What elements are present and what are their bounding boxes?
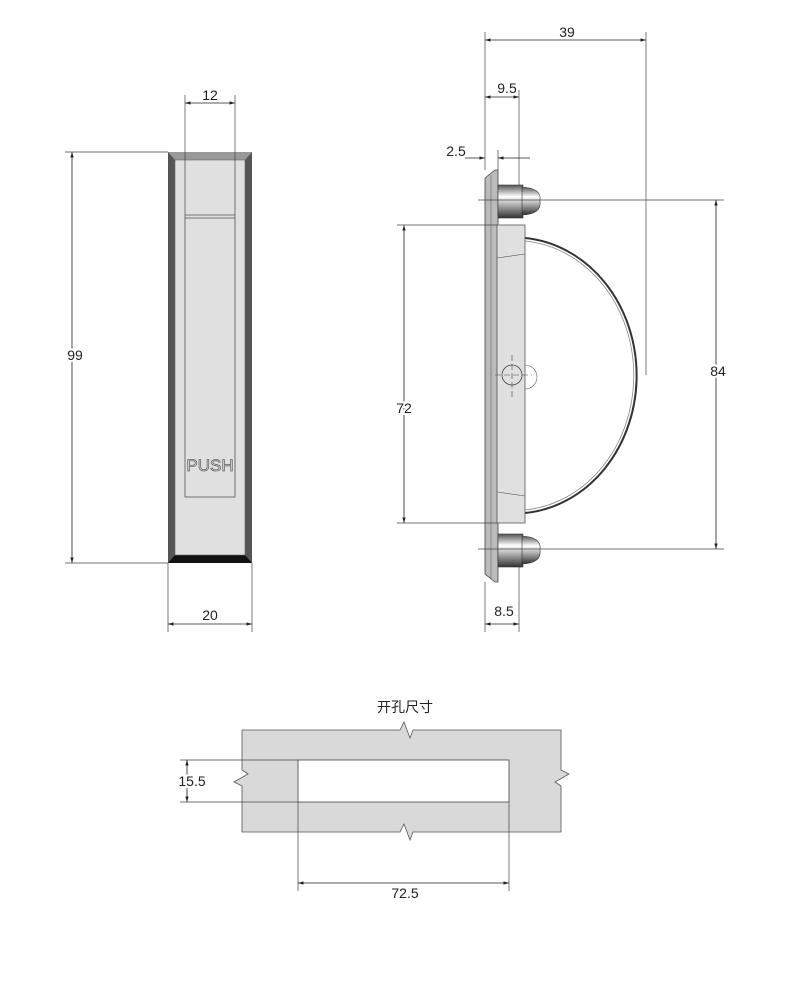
dim-slot-width: 12 xyxy=(202,87,218,103)
handle-arc xyxy=(524,237,638,514)
dim-body-depth: 9.5 xyxy=(497,80,517,96)
cutout-hole xyxy=(297,759,510,803)
front-view: PUSH 12 99 20 xyxy=(65,87,253,632)
handle-body xyxy=(496,224,526,524)
cutout-title: 开孔尺寸 xyxy=(377,699,433,715)
dim-cutout-width: 72.5 xyxy=(391,885,418,901)
top-knob xyxy=(497,184,541,219)
dim-handle-span: 72 xyxy=(396,400,412,416)
side-view: 39 9.5 2.5 72 84 8.5 xyxy=(394,24,728,632)
bottom-knob xyxy=(497,533,541,568)
push-text: PUSH xyxy=(186,456,233,475)
dim-base: 8.5 xyxy=(494,603,514,619)
dim-cutout-height: 15.5 xyxy=(178,773,205,789)
push-slot xyxy=(184,217,236,498)
mount-plate xyxy=(484,169,499,583)
dim-width: 20 xyxy=(202,607,218,623)
cutout-view: 开孔尺寸 15.5 72.5 xyxy=(176,699,570,901)
dim-mount-span: 84 xyxy=(710,363,726,379)
dim-plate: 2.5 xyxy=(446,143,466,159)
dim-height: 99 xyxy=(67,347,83,363)
dim-depth: 39 xyxy=(559,24,575,40)
